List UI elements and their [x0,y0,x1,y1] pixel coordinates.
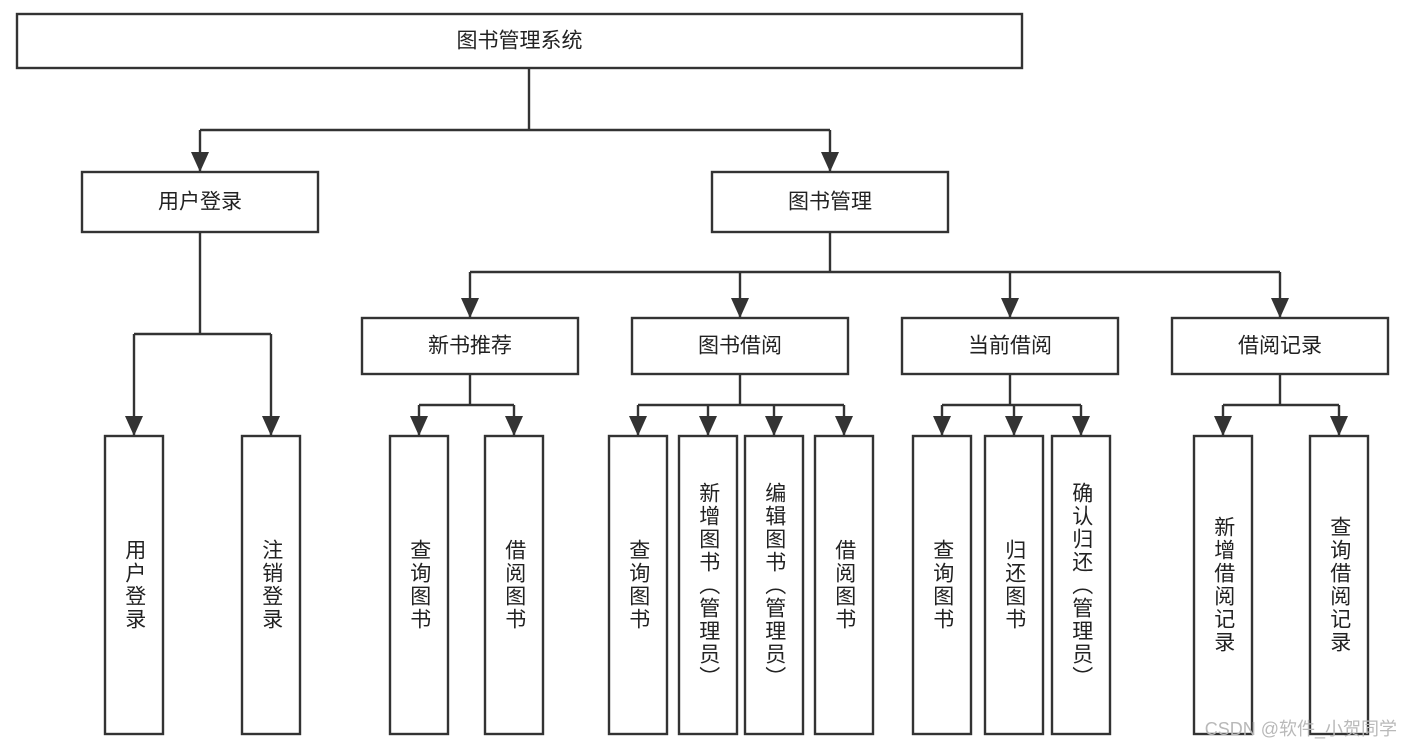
node-leaf-8[interactable] [911,434,973,736]
connector-layer [125,68,1348,436]
arrow-down-icon [765,416,783,436]
arrow-down-icon [821,152,839,172]
node-level3-label-0: 新书推荐 [428,335,512,358]
node-leaf-3[interactable] [483,434,545,736]
arrow-down-icon [1005,416,1023,436]
node-root-label: 图书管理系统 [457,30,583,53]
arrow-down-icon [731,298,749,318]
arrow-down-icon [125,416,143,436]
arrow-down-icon [505,416,523,436]
node-level3-2[interactable] [900,316,1120,376]
node-root[interactable] [15,12,1024,70]
node-leaf-11[interactable] [1192,434,1254,736]
arrow-down-icon [262,416,280,436]
arrow-down-icon [1072,416,1090,436]
node-leaf-5[interactable] [677,434,739,736]
arrow-down-icon [933,416,951,436]
arrow-down-icon [835,416,853,436]
node-leaf-12[interactable] [1308,434,1370,736]
node-leaf-10[interactable] [1050,434,1112,736]
node-leaf-7[interactable] [813,434,875,736]
node-level3-3[interactable] [1170,316,1390,376]
arrow-down-icon [410,416,428,436]
watermark-text: CSDN @软件_小贺同学 [1204,719,1397,739]
node-level3-label-2: 当前借阅 [968,335,1052,358]
node-level2-label-1: 图书管理 [788,191,872,214]
box-layer [15,12,1390,736]
node-level2-label-0: 用户登录 [158,191,242,214]
arrow-down-icon [461,298,479,318]
node-level3-1[interactable] [630,316,850,376]
arrow-down-icon [629,416,647,436]
node-leaf-1[interactable] [240,434,302,736]
node-level3-label-3: 借阅记录 [1238,335,1322,358]
arrow-down-icon [1330,416,1348,436]
node-level3-0[interactable] [360,316,580,376]
node-leaf-4[interactable] [607,434,669,736]
node-leaf-9[interactable] [983,434,1045,736]
node-leaf-2[interactable] [388,434,450,736]
arrow-down-icon [191,152,209,172]
node-leaf-0[interactable] [103,434,165,736]
node-level3-label-1: 图书借阅 [698,335,782,358]
node-leaf-6[interactable] [743,434,805,736]
arrow-down-icon [699,416,717,436]
node-level2-1[interactable] [710,170,950,234]
node-level2-0[interactable] [80,170,320,234]
arrow-down-icon [1271,298,1289,318]
arrow-down-icon [1214,416,1232,436]
arrow-down-icon [1001,298,1019,318]
